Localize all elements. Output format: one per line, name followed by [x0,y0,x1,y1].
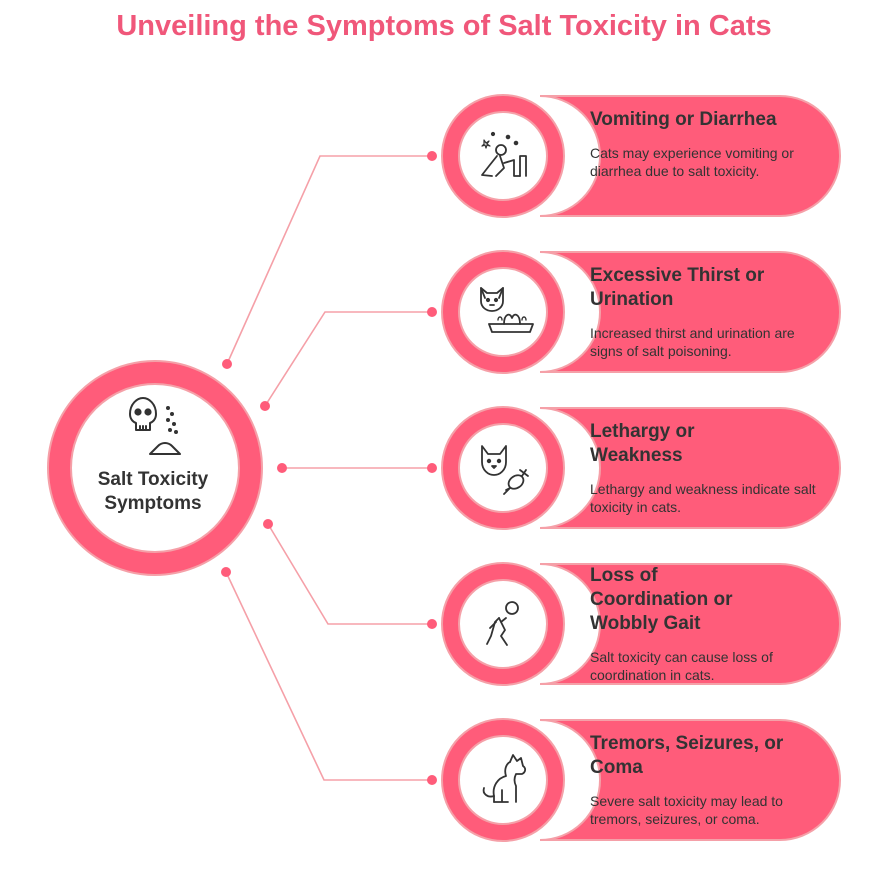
cat-fountain-icon [480,287,534,333]
card-4 [441,562,841,686]
cat-fish-icon [481,445,529,495]
connector-5 [225,571,432,781]
card-description: Severe salt toxicity may lead to tremors… [590,793,783,827]
card-description: Cats may experience vomiting or diarrhea… [590,145,794,179]
card-text-5: Tremors, Seizures, or Coma Severe salt t… [590,732,820,828]
sitting-cat-icon [482,754,527,803]
connector-2 [264,311,432,407]
card-title: Vomiting or Diarrhea [590,109,777,130]
hub-circle [47,360,263,576]
page-title: Unveiling the Symptoms of Salt Toxicity … [116,10,772,42]
card-5 [441,718,841,842]
card-text-2: Excessive Thirst or Urination Increased … [590,264,820,360]
connector-4 [267,523,432,625]
card-1 [441,94,841,218]
hub-label: Salt Toxicity Symptoms [97,469,209,514]
connectors [225,155,432,781]
card-description: Lethargy and weakness indicate salt toxi… [590,481,816,515]
skull-salt-icon [129,397,181,455]
card-description: Increased thirst and urination are signs… [590,325,795,359]
card-text-1: Vomiting or Diarrhea Cats may experience… [590,108,820,180]
stumbling-person-icon [486,601,519,646]
card-text-4: Loss of Coordination or Wobbly Gait Salt… [590,564,820,684]
card-title: Lethargy or Weakness [590,421,695,466]
card-3 [441,406,841,530]
card-text-3: Lethargy or Weakness Lethargy and weakne… [590,420,820,516]
connector-dots [221,151,437,785]
card-title: Loss of Coordination or Wobbly Gait [590,565,733,634]
card-description: Salt toxicity can cause loss of coordina… [590,649,773,683]
card-title: Excessive Thirst or Urination [590,265,765,310]
card-title: Tremors, Seizures, or Coma [590,733,784,778]
sick-person-icon [481,131,527,177]
connector-1 [226,155,432,365]
